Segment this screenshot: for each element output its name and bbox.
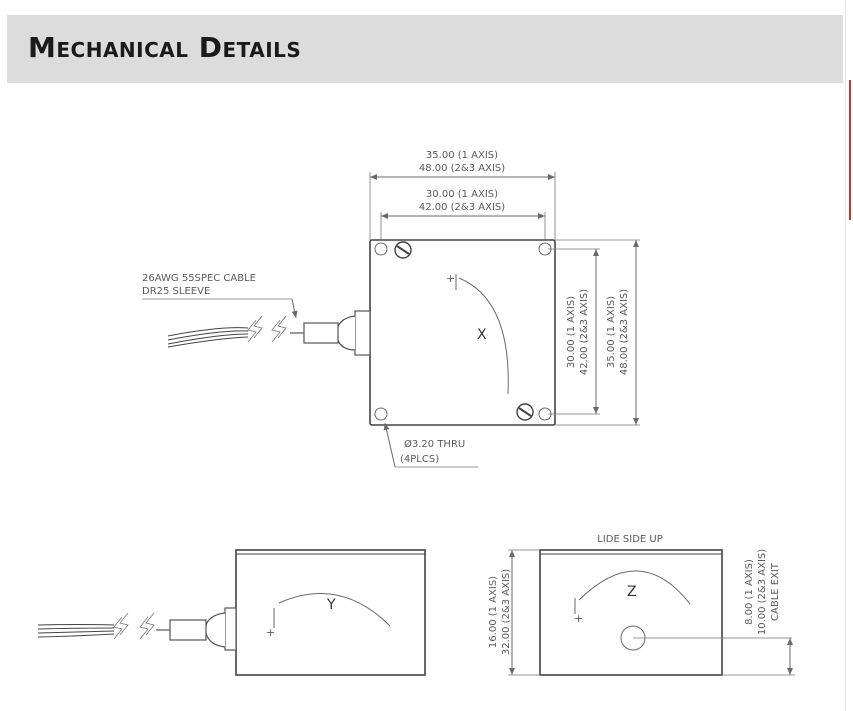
screw-icon — [516, 403, 534, 421]
dim-outer-width-2: 48.00 (2&3 AXIS) — [419, 163, 505, 174]
side-view-z: LIDE SIDE UP + Z 16.00 (1 AXIS) 32.00 (2… — [488, 534, 795, 676]
dim-inner-height-1: 30.00 (1 AXIS) — [566, 296, 577, 368]
cable-label-1: 26AWG 55SPEC CABLE — [142, 273, 256, 284]
sensor-body-top — [369, 239, 556, 426]
dim-outer-height-1: 35.00 (1 AXIS) — [606, 296, 617, 368]
lid-side-up-label: LIDE SIDE UP — [597, 534, 663, 545]
dim-left-2: 32.00 (2&3 AXIS) — [501, 569, 512, 655]
dim-outer-width-1: 35.00 (1 AXIS) — [426, 150, 498, 161]
dim-inner-width-2: 42.00 (2&3 AXIS) — [419, 202, 505, 213]
axis-label-x: X — [477, 327, 487, 343]
cable-break-mark — [139, 612, 155, 640]
screw-icon — [394, 241, 412, 259]
dim-outer-height-2: 48.00 (2&3 AXIS) — [619, 289, 630, 375]
page-accent-edge — [849, 80, 851, 220]
plus-mark: + — [446, 272, 455, 285]
plus-mark: + — [574, 612, 583, 625]
sensor-body-z — [539, 549, 723, 676]
cable-wires — [37, 624, 115, 638]
plus-mark: + — [266, 626, 275, 639]
cable-leader-arrow — [291, 298, 298, 319]
axis-arc-x — [458, 277, 509, 395]
side-view-y: + Y — [37, 549, 426, 676]
cable-break-mark — [113, 612, 129, 640]
header-bar — [7, 15, 843, 83]
cable-connector — [156, 607, 237, 651]
dim-inner-height-2: 42.00 (2&3 AXIS) — [579, 289, 590, 375]
axis-arc-y — [278, 593, 391, 627]
page-right-rule — [845, 0, 846, 711]
axis-arc-z — [578, 570, 691, 605]
dim-inner-width-1: 30.00 (1 AXIS) — [426, 189, 498, 200]
axis-label-z: Z — [627, 584, 637, 600]
cable-label-2: DR25 SLEEVE — [142, 286, 210, 297]
hole-label-1: Ø3.20 THRU — [404, 438, 465, 450]
dim-left-1: 16.00 (1 AXIS) — [488, 576, 499, 648]
cable-wires — [167, 327, 249, 348]
cable-connector — [290, 310, 371, 356]
axis-label-y: Y — [326, 597, 336, 613]
top-margin — [0, 0, 853, 14]
sensor-body-y — [235, 549, 426, 676]
cable-break-mark — [271, 315, 287, 343]
top-view: 35.00 (1 AXIS) 48.00 (2&3 AXIS) 30.00 (1… — [142, 150, 640, 468]
hole-leader-arrow — [383, 422, 396, 468]
cable-break-mark — [247, 315, 263, 343]
dim-right-3: CABLE EXIT — [770, 562, 781, 621]
dim-right-1: 8.00 (1 AXIS) — [744, 559, 755, 625]
page-title: Mechanical Details — [28, 31, 302, 64]
mounting-hole — [374, 242, 388, 256]
hole-label-2: (4PLCS) — [400, 454, 439, 465]
mounting-hole — [374, 407, 388, 421]
dim-right-2: 10.00 (2&3 AXIS) — [757, 549, 768, 635]
